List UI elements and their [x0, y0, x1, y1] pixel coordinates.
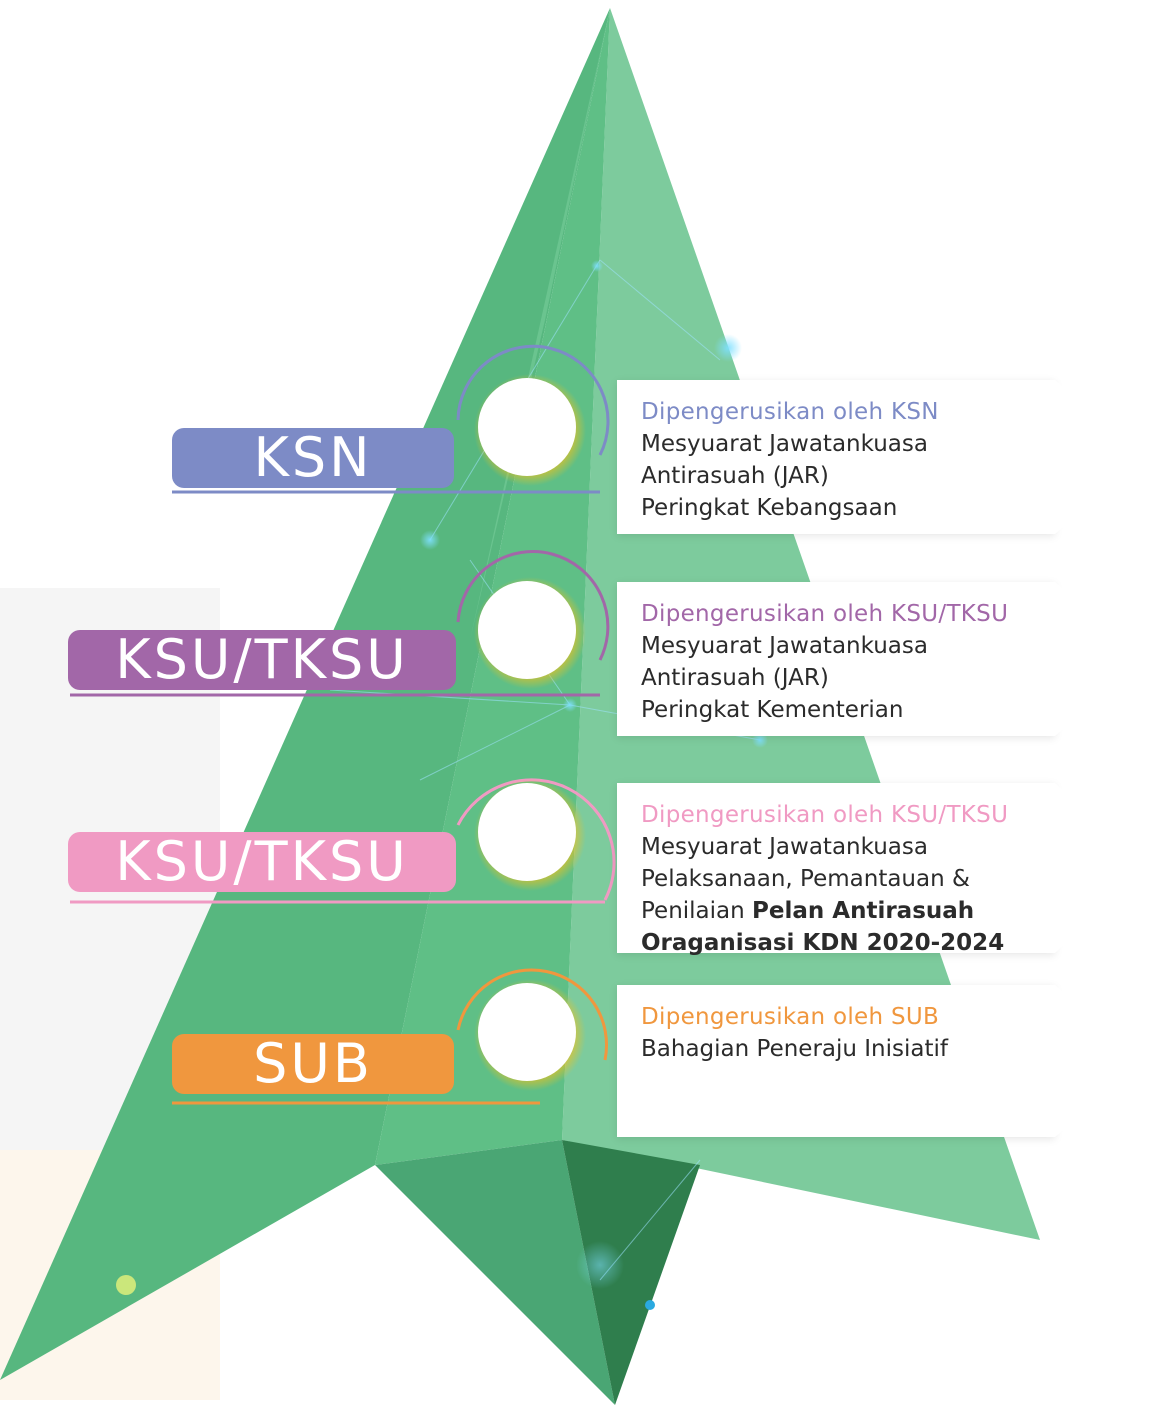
- desc-line: Antirasuah (JAR): [641, 463, 829, 489]
- chair-text: Dipengerusikan oleh SUB: [641, 1004, 940, 1030]
- level-badge-ksu-tksu-1: KSU/TKSU: [68, 630, 456, 690]
- network-dot: [645, 1300, 655, 1310]
- chair-text: Dipengerusikan oleh KSN: [641, 399, 939, 425]
- network-dot: [752, 732, 768, 748]
- badge-label: KSN: [253, 426, 373, 489]
- network-dot: [420, 530, 440, 550]
- desc-line: Peringkat Kebangsaan: [641, 495, 898, 521]
- desc-line: Peringkat Kementerian: [641, 697, 904, 723]
- network-dot: [116, 1275, 136, 1295]
- chair-text: Dipengerusikan oleh KSU/TKSU: [641, 601, 1009, 627]
- desc-line: Mesyuarat Jawatankuasa: [641, 431, 928, 457]
- badge-label: KSU/TKSU: [115, 628, 409, 691]
- desc-bold-line: Oraganisasi KDN 2020-2024: [641, 930, 1005, 956]
- badge-label: SUB: [253, 1032, 373, 1095]
- desc-prefix: Penilaian: [641, 898, 753, 924]
- info-box-ksu-tksu-2: Dipengerusikan oleh KSU/TKSU Mesyuarat J…: [617, 783, 1145, 956]
- desc-line: Mesyuarat Jawatankuasa: [641, 633, 928, 659]
- desc-line: Mesyuarat Jawatankuasa: [641, 834, 928, 860]
- level-ring-ksn: [172, 344, 610, 494]
- level-badge-ksu-tksu-2: KSU/TKSU: [68, 832, 456, 892]
- tree-trunk-shadow: [375, 1140, 615, 1405]
- desc-line: Penilaian Pelan Antirasuah: [641, 895, 1121, 927]
- network-dot: [576, 1241, 624, 1289]
- chair-text: Dipengerusikan oleh KSU/TKSU: [641, 802, 1009, 828]
- tree-center-highlight: [470, 8, 610, 640]
- badge-label: KSU/TKSU: [115, 830, 409, 893]
- desc-bold: Pelan Antirasuah: [752, 898, 975, 924]
- network-dot: [591, 260, 603, 272]
- desc-line: Antirasuah (JAR): [641, 665, 829, 691]
- level-ring-sub: [172, 968, 609, 1105]
- desc-line: Bahagian Peneraju Inisiatif: [641, 1036, 948, 1062]
- info-box-ksn: Dipengerusikan oleh KSN Mesyuarat Jawata…: [617, 380, 1145, 534]
- level-ring-ksu2: [70, 778, 616, 904]
- desc-line: Pelaksanaan, Pemantauan &: [641, 866, 970, 892]
- level-badge-ksn: KSN: [172, 428, 454, 488]
- level-ring-ksu1: [70, 550, 610, 697]
- info-box-sub: Dipengerusikan oleh SUB Bahagian Peneraj…: [617, 985, 1145, 1137]
- network-dot: [563, 698, 577, 712]
- network-dot: [714, 334, 742, 362]
- tree-trunk-dark: [562, 1140, 700, 1405]
- level-badge-sub: SUB: [172, 1034, 454, 1094]
- info-box-ksu-tksu-1: Dipengerusikan oleh KSU/TKSU Mesyuarat J…: [617, 582, 1145, 736]
